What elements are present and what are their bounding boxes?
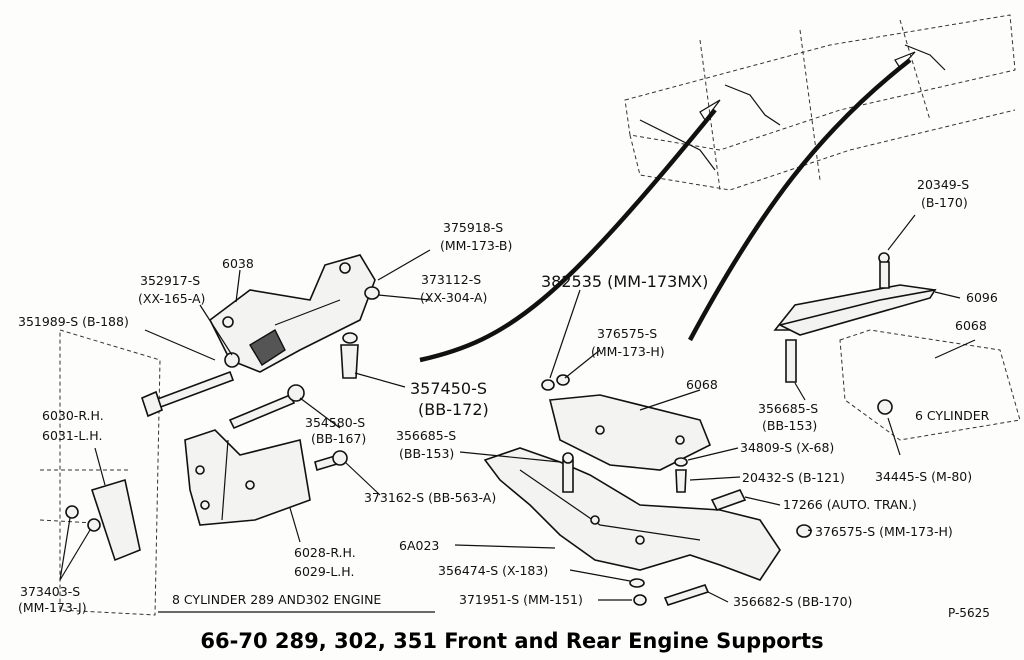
label-34809-s: 34809-S (X-68) [740,440,834,455]
nut-373112 [340,286,380,379]
support-6096 [773,252,1021,441]
label-352917-s: 352917-S [140,273,200,288]
bolt-351989 [141,352,240,418]
label-6096: 6096 [966,290,998,305]
label-bb-167: (BB-167) [311,431,366,446]
label-17266: 17266 (AUTO. TRAN.) [783,497,917,512]
plate-number: P-5625 [948,606,990,620]
label-351989-s: 351989-S (B-188) [18,314,129,329]
label-20349-s: 20349-S [917,177,969,192]
label-6028-rh: 6028-R.H. [294,545,356,560]
label-bb-153: (BB-153) [399,446,454,461]
label-b-170: (B-170) [921,195,968,210]
engine-caption: 8 CYLINDER 289 AND302 ENGINE [172,592,381,607]
label-34445-s: 34445-S (M-80) [875,469,972,484]
bushing-17266 [710,489,747,511]
label-376575-s: 376575-S [597,326,657,341]
label-356685-s: 356685-S [396,428,456,443]
label-356685-s-six: 356685-S [758,401,818,416]
insulator-6068-rear [548,394,712,471]
bolt-356682 [663,584,710,606]
label-6031-lh: 6031-L.H. [42,428,102,443]
label-6068-six: 6068 [955,318,987,333]
washer-356474 [629,578,645,588]
label-376575-s-h: 376575-S (MM-173-H) [815,524,953,539]
label-bb-172: (BB-172) [418,400,489,419]
label-382535: 382535 (MM-173MX) [541,272,708,291]
engine-block-outline [39,329,161,616]
nut-382535 [541,374,570,391]
label-354580-s: 354580-S [305,415,365,430]
label-mm-173-h: (MM-173-H) [591,344,665,359]
crossmember-6a023 [483,447,781,581]
arrow-to-frame-right [688,58,912,342]
leader-lines [59,214,976,603]
label-356474-s: 356474-S (X-183) [438,563,548,578]
bolt-354580 [228,384,305,430]
nut-371951 [633,594,647,606]
insulator-6038 [208,254,376,373]
label-6a023: 6A023 [399,538,439,553]
bracket-6028 [184,429,311,526]
label-xx-165-a: (XX-165-A) [138,291,205,306]
label-371951-s: 371951-S (MM-151) [459,592,583,607]
label-20432-s: 20432-S (B-121) [742,470,845,485]
page-title: 66-70 289, 302, 351 Front and Rear Engin… [200,629,823,653]
vehicle-frame [624,14,1016,191]
label-6038: 6038 [222,256,254,271]
label-357450-s: 357450-S [410,379,487,398]
label-bb-153-six: (BB-153) [762,418,817,433]
label-mm-173-j: (MM-173-J) [18,600,87,615]
label-6029-lh: 6029-L.H. [294,564,354,579]
nut-376575h [796,524,812,538]
bolt-373162 [314,450,348,472]
arrow-to-frame-left [419,108,717,363]
bolt-356685 [562,452,574,493]
label-375918-s: 375918-S [443,220,503,235]
washer-34809 [674,457,688,493]
label-mm-173-b: (MM-173-B) [440,238,512,253]
label-373403-s: 373403-S [20,584,80,599]
label-xx-304-a: (XX-304-A) [420,290,487,305]
bracket-6030 [65,478,141,562]
label-373162-s: 373162-S (BB-563-A) [364,490,496,505]
label-6-cylinder: 6 CYLINDER [915,408,990,423]
label-356682-s: 356682-S (BB-170) [733,594,852,609]
label-6030-rh: 6030-R.H. [42,408,104,423]
label-6068-rear: 6068 [686,377,718,392]
label-373112-s: 373112-S [421,272,481,287]
